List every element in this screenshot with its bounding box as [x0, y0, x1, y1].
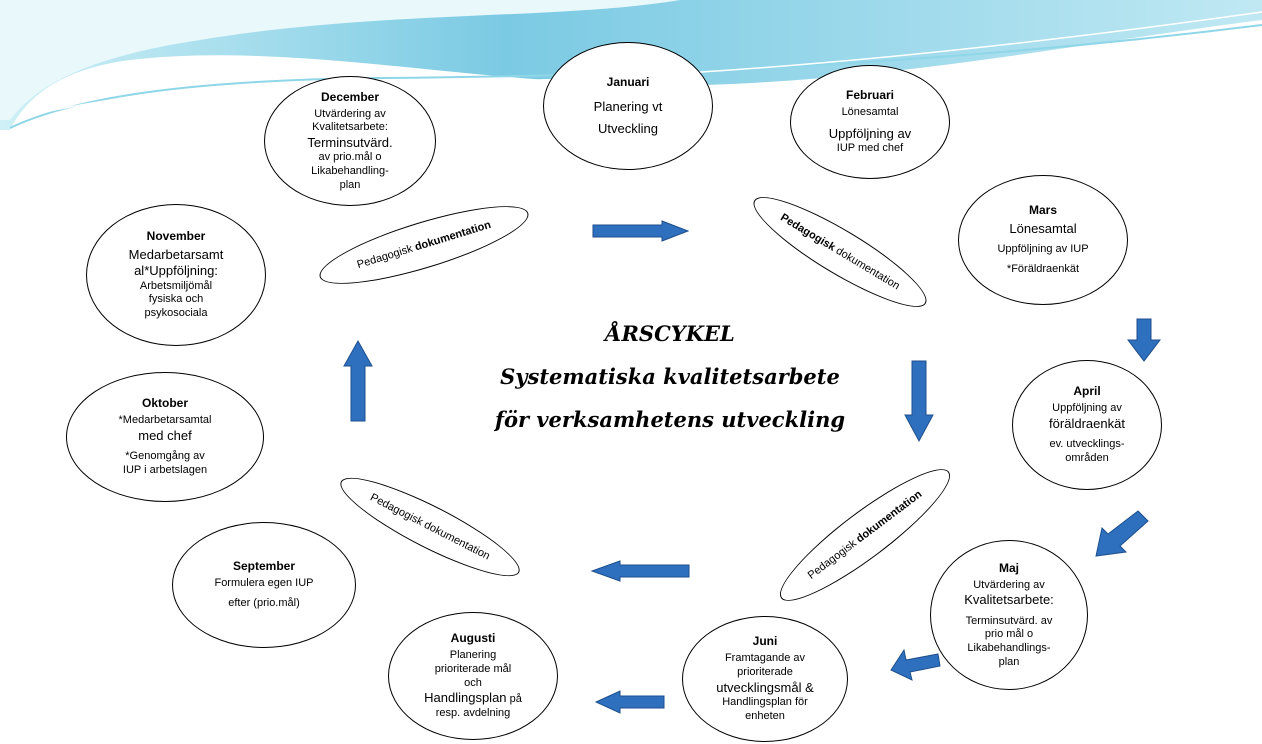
month-text: Planering: [449, 649, 497, 662]
month-title: September: [232, 559, 296, 574]
month-title: Januari: [606, 74, 650, 89]
month-text: Handlingsplan: [424, 690, 507, 706]
arrow-right-icon: [592, 220, 690, 242]
month-text: Arbetsmiljömål: [139, 279, 213, 292]
month-text: utvecklingsmål &: [716, 679, 814, 695]
month-text: prioriterade mål: [434, 662, 512, 675]
month-title: November: [146, 229, 206, 244]
month-text: Medarbetarsamt: [128, 247, 224, 263]
month-mars: Mars Lönesamtal Uppföljning av IUP *Förä…: [958, 175, 1128, 305]
month-title: Oktober: [141, 396, 188, 411]
month-title: Februari: [845, 88, 894, 103]
month-title: April: [1073, 384, 1101, 399]
month-text: *Föräldraenkät: [1006, 263, 1080, 276]
ped-word: Pedagogisk: [355, 242, 415, 272]
month-text: Utveckling: [598, 121, 658, 136]
arrow-up-icon: [343, 339, 373, 422]
month-text: plan: [998, 655, 1020, 668]
month-oktober: Oktober *Medarbetarsamtal med chef *Geno…: [66, 372, 264, 502]
month-text: Likabehandling-: [311, 165, 389, 177]
month-text: och: [464, 676, 482, 689]
month-text: *Genomgång av: [125, 450, 205, 463]
month-text: IUP i arbetslagen: [122, 464, 208, 476]
month-text: Terminsutvärd. av: [965, 614, 1053, 627]
month-text: på: [509, 693, 522, 706]
month-text: Utvärdering av: [314, 107, 386, 120]
month-text: efter (prio.mål): [228, 597, 300, 609]
month-juni: Juni Framtagande av prioriterade utveckl…: [682, 616, 848, 742]
title-line: ÅRSCYKEL: [605, 321, 735, 346]
month-text: Terminsutvärd.: [307, 135, 393, 150]
ped-word: dokumentation: [422, 519, 492, 563]
month-text: Uppföljning av IUP: [997, 243, 1089, 256]
month-april: April Uppföljning av föräldraenkät ev. u…: [1012, 360, 1162, 490]
month-december: December Utvärdering av Kvalitetsarbete:…: [264, 76, 436, 206]
ped-word: dokumentation: [833, 244, 902, 293]
diagram-title: ÅRSCYKEL Systematiska kvalitetsarbete fö…: [480, 312, 860, 441]
month-text: resp. avdelning: [435, 707, 511, 720]
month-februari: Februari Lönesamtal Uppföljning av IUP m…: [790, 65, 950, 179]
arrow-down-icon: [904, 360, 934, 443]
ped-word: Pedagogisk: [805, 537, 859, 582]
month-november: November Medarbetarsamt al*Uppföljning: …: [86, 204, 266, 346]
month-text: Kvalitetsarbete:: [312, 121, 388, 134]
month-text: Lönesamtal: [841, 106, 899, 119]
month-text: Uppföljning av: [1052, 402, 1122, 415]
month-title: Augusti: [450, 631, 496, 646]
month-januari: Januari Planering vt Utveckling: [543, 42, 713, 170]
month-text: Planering vt: [593, 98, 663, 114]
ped-word: dokumentation: [854, 488, 925, 546]
month-title: Maj: [998, 560, 1019, 575]
arrow-left-icon: [590, 560, 690, 582]
arrow-down-left-icon: [890, 648, 941, 681]
month-text: ev. utvecklings-: [1049, 438, 1125, 451]
month-title: Mars: [1028, 203, 1057, 218]
arrow-down-icon: [1126, 318, 1162, 362]
month-text: områden: [1065, 452, 1109, 464]
month-text: med chef: [138, 428, 192, 443]
month-text: Lönesamtal: [1009, 221, 1077, 237]
month-text: psykosociala: [144, 307, 208, 320]
month-text: Likabehandlings-: [967, 642, 1051, 654]
month-title: December: [320, 89, 380, 104]
month-text: enheten: [745, 709, 785, 722]
month-text: Uppföljning av: [828, 125, 912, 141]
month-text: fysiska och: [148, 293, 204, 306]
month-text: Kvalitetsarbete:: [964, 592, 1054, 608]
month-title: Juni: [752, 634, 778, 649]
month-text: *Medarbetarsamtal: [118, 414, 212, 427]
month-maj: Maj Utvärdering av Kvalitetsarbete: Term…: [930, 540, 1088, 690]
ped-word: Pedagogisk: [778, 211, 838, 254]
arrow-down-left-icon: [1095, 510, 1149, 557]
month-text: IUP med chef: [836, 142, 904, 155]
month-text: plan: [339, 178, 361, 191]
month-text: prio mål o: [984, 628, 1034, 641]
month-september: September Formulera egen IUP efter (prio…: [172, 522, 356, 648]
title-line: Systematiska kvalitetsarbete: [500, 364, 840, 389]
month-text: föräldraenkät: [1049, 416, 1125, 431]
ped-word: dokumentation: [413, 218, 493, 254]
month-text: av prio.mål o: [318, 151, 382, 164]
month-text: Utvärdering av: [973, 578, 1045, 591]
month-text: al*Uppföljning:: [134, 263, 218, 279]
month-text: prioriterade: [737, 666, 793, 679]
month-text: Handlingsplan för: [722, 696, 808, 709]
month-augusti: Augusti Planering prioriterade mål och H…: [388, 612, 558, 740]
arrow-left-icon: [594, 690, 665, 714]
title-line: för verksamhetens utveckling: [494, 407, 846, 432]
month-text: Formulera egen IUP: [214, 577, 314, 590]
month-text: Framtagande av: [724, 652, 806, 665]
ped-word: Pedagogisk: [368, 491, 425, 529]
